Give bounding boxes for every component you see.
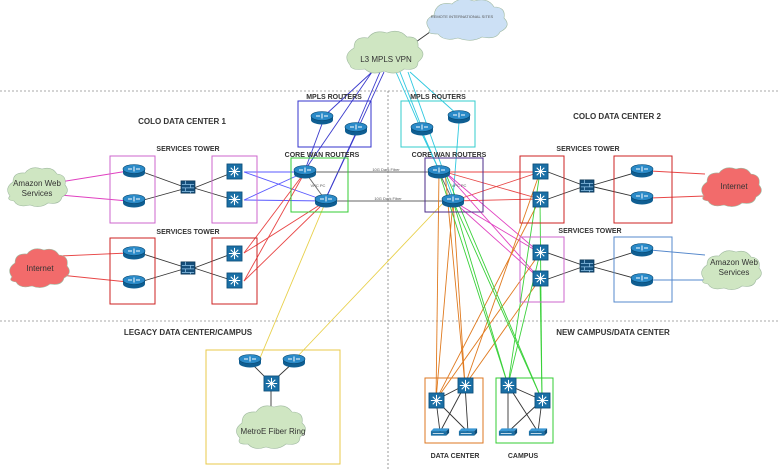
cloud-aws-left-label-1: Amazon Web (13, 179, 61, 188)
label-link-1: 10G Dark Fiber (372, 167, 400, 172)
campus-box (495, 377, 554, 444)
cloud-internet-left: Internet (9, 248, 70, 288)
label-core-right: CORE WAN ROUTERS (412, 152, 487, 159)
section-dividers (0, 90, 780, 470)
switch-icon (532, 270, 549, 287)
cloud-metroe-label: MetroE Fiber Ring (241, 427, 306, 436)
tower-box-r1a (519, 155, 565, 224)
tower-box-r1b (613, 155, 673, 224)
label-mpls-right: MPLS ROUTERS (410, 94, 466, 101)
router-icon (630, 164, 654, 178)
access-switch-icon (458, 427, 478, 437)
link-mpls-l2 (355, 71, 381, 129)
label-tower-l1: SERVICES TOWER (156, 146, 219, 153)
cloud-aws-left-label-2: Services (22, 189, 53, 198)
tower-box-l2a (109, 237, 156, 305)
cloud-remote-label: REMOTE INTERNATIONAL SITES (431, 14, 494, 19)
router-icon (630, 273, 654, 287)
core-box-left (290, 157, 349, 213)
cloud-internet-right-label: Internet (720, 182, 748, 191)
cloud-aws-right-label-2: Services (719, 268, 750, 277)
switch-icon (226, 191, 243, 208)
router-icon (410, 122, 434, 136)
label-vpc-right: VPC PC (452, 183, 467, 188)
tower-box-l1a (109, 155, 156, 224)
labels: COLO DATA CENTER 1 COLO DATA CENTER 2 LE… (124, 94, 670, 460)
label-data-center: DATA CENTER (431, 453, 480, 460)
switch-icon (428, 392, 445, 409)
section-colo2: COLO DATA CENTER 2 (573, 112, 661, 121)
cloud-mpls-label: L3 MPLS VPN (360, 55, 412, 64)
link-mpls-core-l1 (304, 71, 373, 171)
cloud-internet-left-label: Internet (26, 264, 54, 273)
tower-box-l1b (211, 155, 258, 224)
dc-box (424, 377, 484, 444)
router-icon (238, 354, 262, 368)
tower-box-l2b (211, 237, 258, 305)
router-icon (441, 194, 465, 208)
legacy-box (205, 349, 341, 465)
router-icon (122, 164, 146, 178)
firewall-icon (579, 259, 595, 273)
label-core-left: CORE WAN ROUTERS (285, 152, 360, 159)
link-mpls-l1 (321, 71, 373, 119)
section-new-campus: NEW CAMPUS/DATA CENTER (556, 328, 670, 337)
switch-icon (226, 272, 243, 289)
switch-icon (263, 375, 280, 392)
link-mpls-r1 (399, 71, 423, 129)
tower-box-r2a (519, 236, 565, 303)
router-icon (282, 354, 306, 368)
router-icon (630, 191, 654, 205)
router-icon (630, 243, 654, 257)
router-icon (447, 110, 471, 124)
router-icon (427, 165, 451, 179)
access-switch-icon (528, 427, 548, 437)
cloud-internet-right: Internet (701, 167, 762, 207)
cloud-aws-left: Amazon Web Services (7, 167, 68, 207)
switch-icon (226, 163, 243, 180)
tower-box-r2b (613, 236, 673, 303)
mpls-box-right (400, 100, 476, 148)
core-box-right (424, 157, 484, 213)
label-vpc-left: VPC PC (311, 183, 326, 188)
cloud-aws-right-label-1: Amazon Web (710, 258, 758, 267)
switch-icon (534, 392, 551, 409)
firewall-icon (579, 179, 595, 193)
switch-icon (226, 245, 243, 262)
label-campus: CAMPUS (508, 453, 539, 460)
label-tower-r2: SERVICES TOWER (558, 228, 621, 235)
switch-icon (457, 377, 474, 394)
router-icon (310, 111, 334, 125)
mpls-box-left (297, 100, 372, 148)
router-icon (344, 122, 368, 136)
firewall-icon (180, 261, 196, 275)
link-mpls-r2 (409, 71, 460, 117)
switch-icon (532, 244, 549, 261)
router-icon (122, 275, 146, 289)
access-switch-icon (498, 427, 518, 437)
router-icon (122, 194, 146, 208)
label-link-2: 10G Dark Fiber (374, 196, 402, 201)
label-mpls-left: MPLS ROUTERS (306, 94, 362, 101)
cloud-aws-right: Amazon Web Services (701, 250, 762, 290)
router-icon (293, 165, 317, 179)
access-switch-icon (430, 427, 450, 437)
section-colo1: COLO DATA CENTER 1 (138, 117, 226, 126)
label-tower-l2: SERVICES TOWER (156, 229, 219, 236)
router-icon (314, 194, 338, 208)
switch-icon (532, 163, 549, 180)
link-mpls-core-r1 (395, 71, 440, 171)
section-legacy: LEGACY DATA CENTER/CAMPUS (124, 328, 253, 337)
group-boxes (109, 100, 673, 465)
cloud-mpls: L3 MPLS VPN (346, 30, 424, 74)
cloud-metroe: MetroE Fiber Ring (236, 405, 306, 449)
switch-icon (532, 191, 549, 208)
switch-icon (500, 377, 517, 394)
router-icon (122, 246, 146, 260)
firewall-icon (180, 180, 196, 194)
cloud-remote-international: REMOTE INTERNATIONAL SITES (426, 0, 508, 41)
label-tower-r1: SERVICES TOWER (556, 146, 619, 153)
